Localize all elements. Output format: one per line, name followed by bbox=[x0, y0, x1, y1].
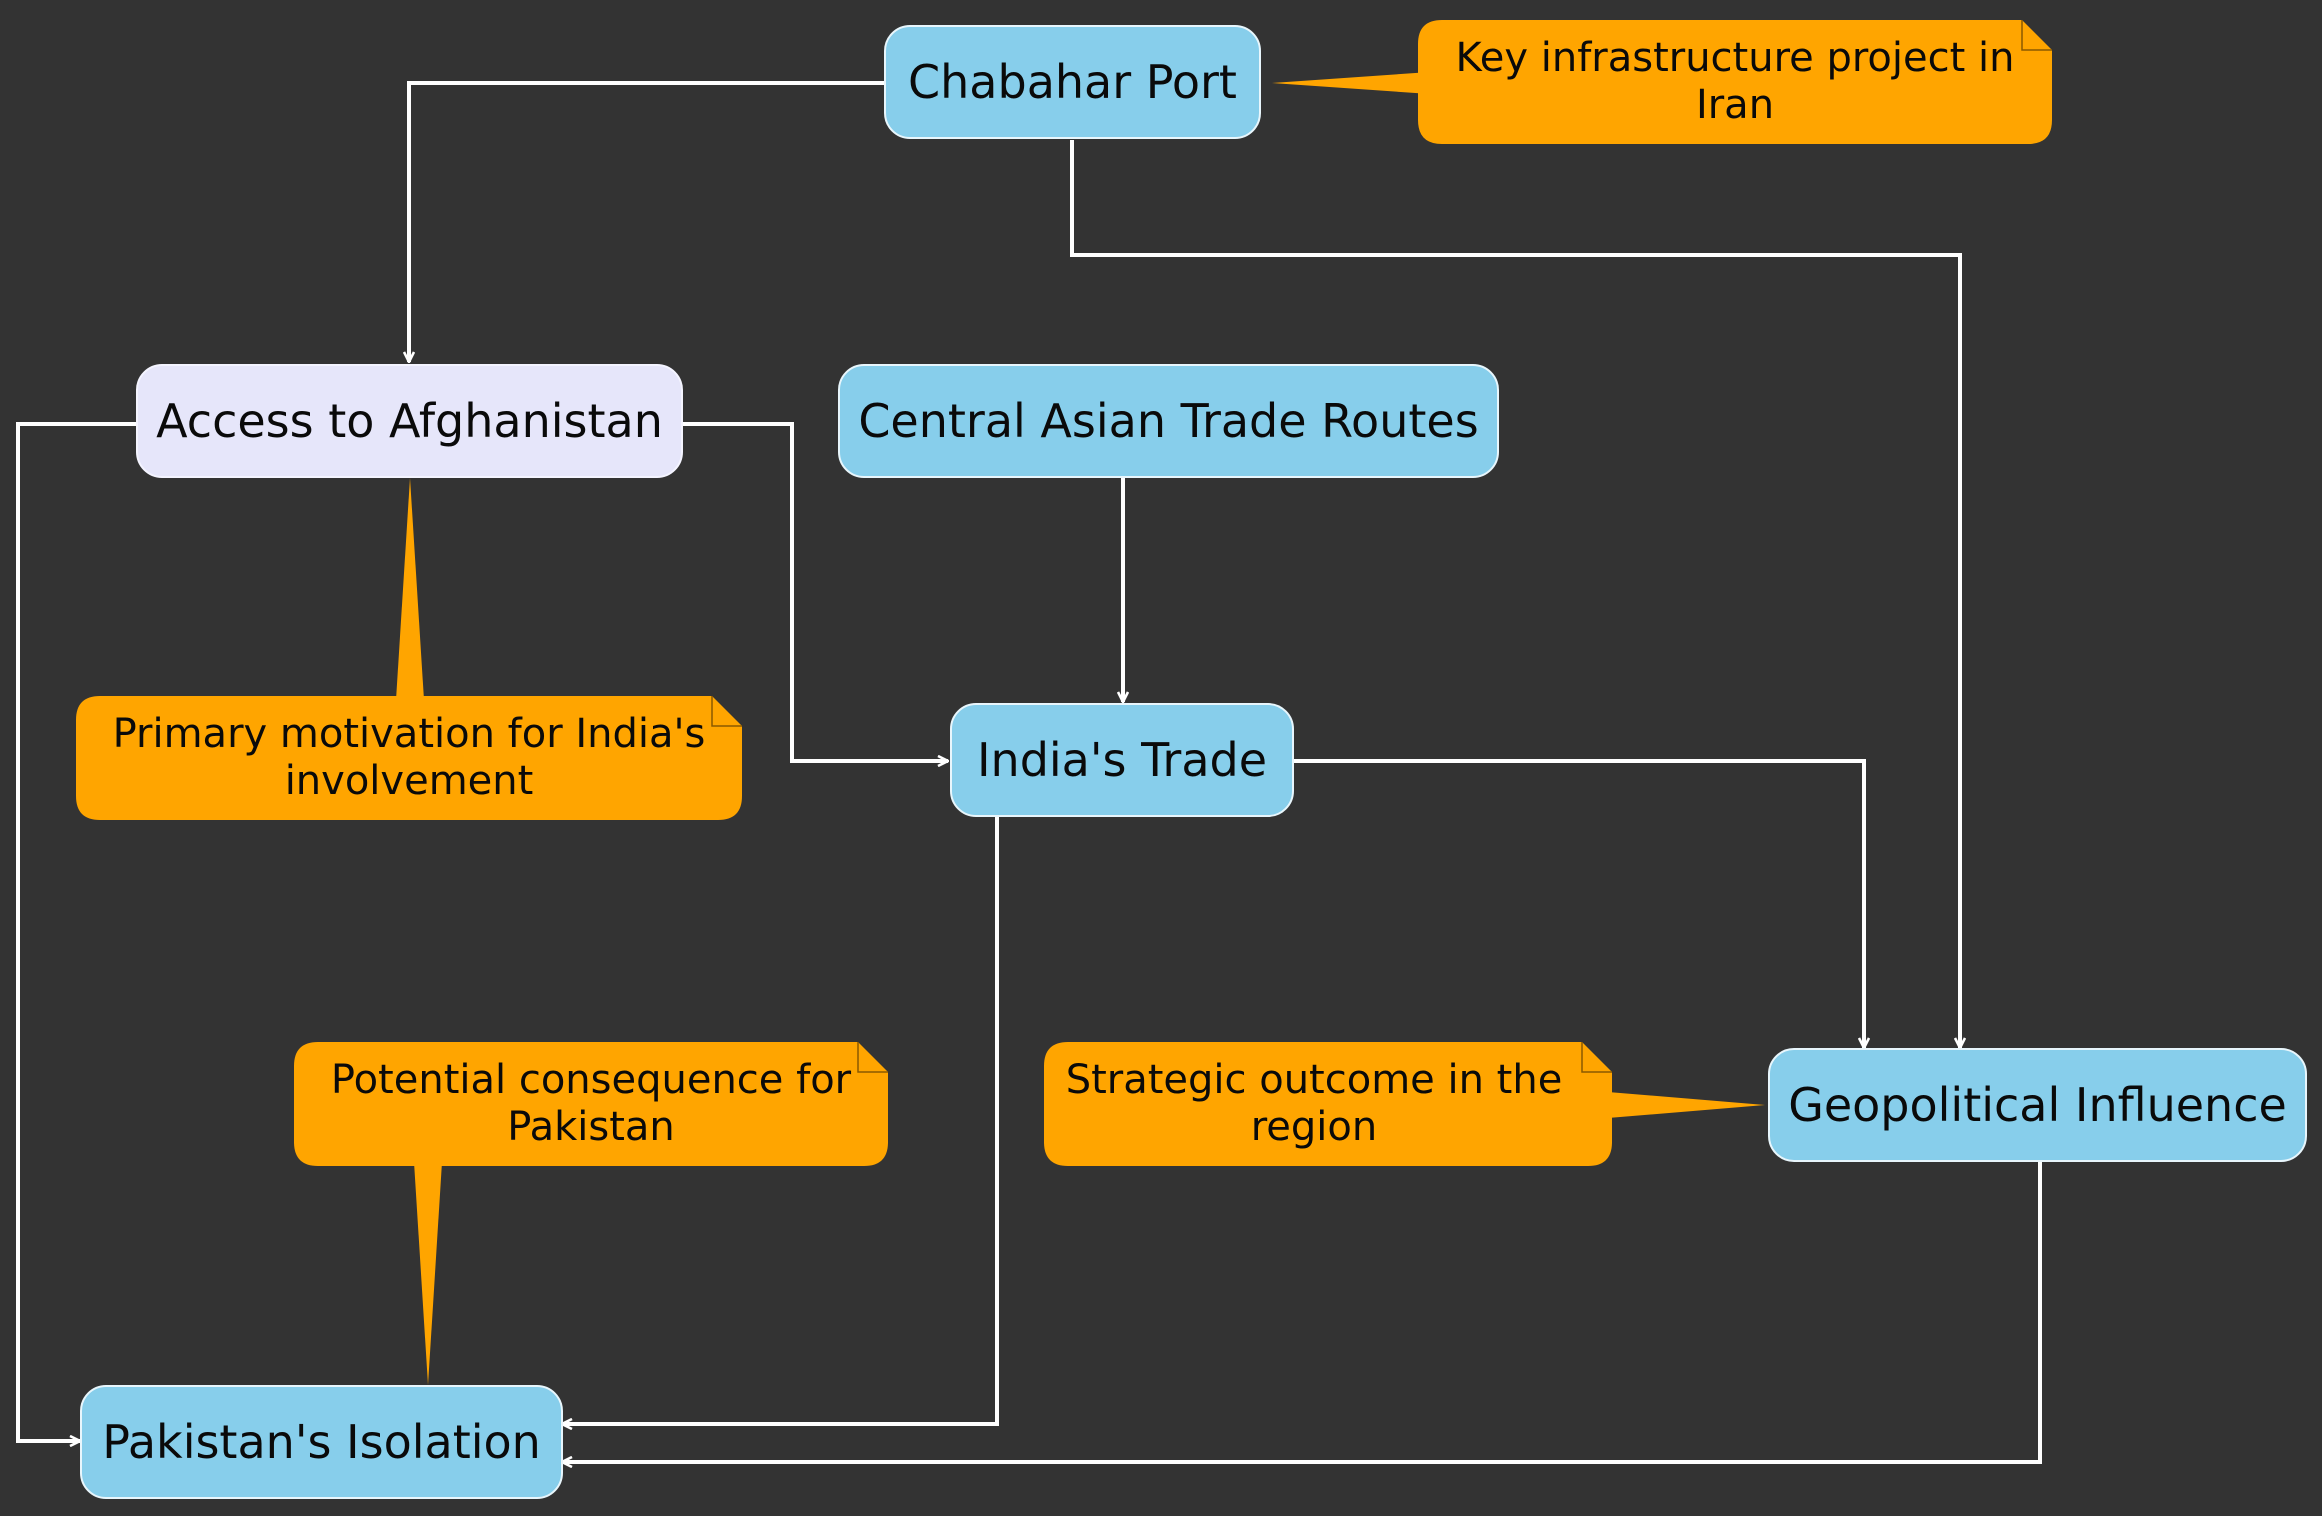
note-afghanistan-text: Primary motivation for India's involveme… bbox=[112, 711, 706, 804]
note-chabahar-shape bbox=[1418, 20, 2052, 144]
edge-india-trade-to-pakistan bbox=[562, 817, 999, 1424]
edge-geopolitical-to-pakistan bbox=[562, 1160, 2042, 1462]
note-afghanistan-shape bbox=[76, 696, 742, 820]
note-chabahar-text: Key infrastructure project in Iran bbox=[1455, 35, 2015, 128]
note-pakistan-pointer bbox=[414, 1162, 442, 1385]
edge-india-trade-to-geopolitical bbox=[1294, 759, 1864, 1048]
note-geopolitical bbox=[1044, 1042, 1765, 1166]
note-afghanistan-pointer bbox=[396, 478, 424, 700]
note-afghanistan-fold bbox=[711, 696, 742, 727]
note-geopolitical-text: Strategic outcome in the region bbox=[1065, 1057, 1563, 1150]
note-chabahar-fold bbox=[2021, 20, 2052, 51]
note-pakistan bbox=[294, 1042, 888, 1385]
node-access-to-afghanistan[interactable]: Access to Afghanistan bbox=[136, 364, 683, 478]
node-geopolitical-influence[interactable]: Geopolitical Influence bbox=[1768, 1048, 2307, 1162]
node-pakistans-isolation[interactable]: Pakistan's Isolation bbox=[80, 1385, 563, 1499]
note-pakistan-shape bbox=[294, 1042, 888, 1166]
note-pakistan-text: Potential consequence for Pakistan bbox=[330, 1057, 852, 1150]
note-geopolitical-fold bbox=[1581, 1042, 1612, 1073]
edge-chabahar-to-afghanistan bbox=[409, 81, 884, 362]
note-geopolitical-pointer bbox=[1608, 1092, 1765, 1118]
note-geopolitical-shape bbox=[1044, 1042, 1612, 1166]
note-chabahar bbox=[1272, 20, 2052, 144]
edge-chabahar-to-geopolitical bbox=[1070, 140, 1960, 1048]
note-pakistan-fold bbox=[857, 1042, 888, 1073]
note-afghanistan bbox=[76, 478, 742, 820]
note-chabahar-pointer bbox=[1272, 72, 1430, 94]
node-central-asian-trade-routes[interactable]: Central Asian Trade Routes bbox=[838, 364, 1499, 478]
edge-afghanistan-to-india-trade bbox=[683, 422, 948, 761]
node-indias-trade[interactable]: India's Trade bbox=[950, 703, 1294, 817]
node-chabahar-port[interactable]: Chabahar Port bbox=[884, 25, 1261, 139]
edge-afghanistan-to-pakistan bbox=[16, 422, 136, 1441]
